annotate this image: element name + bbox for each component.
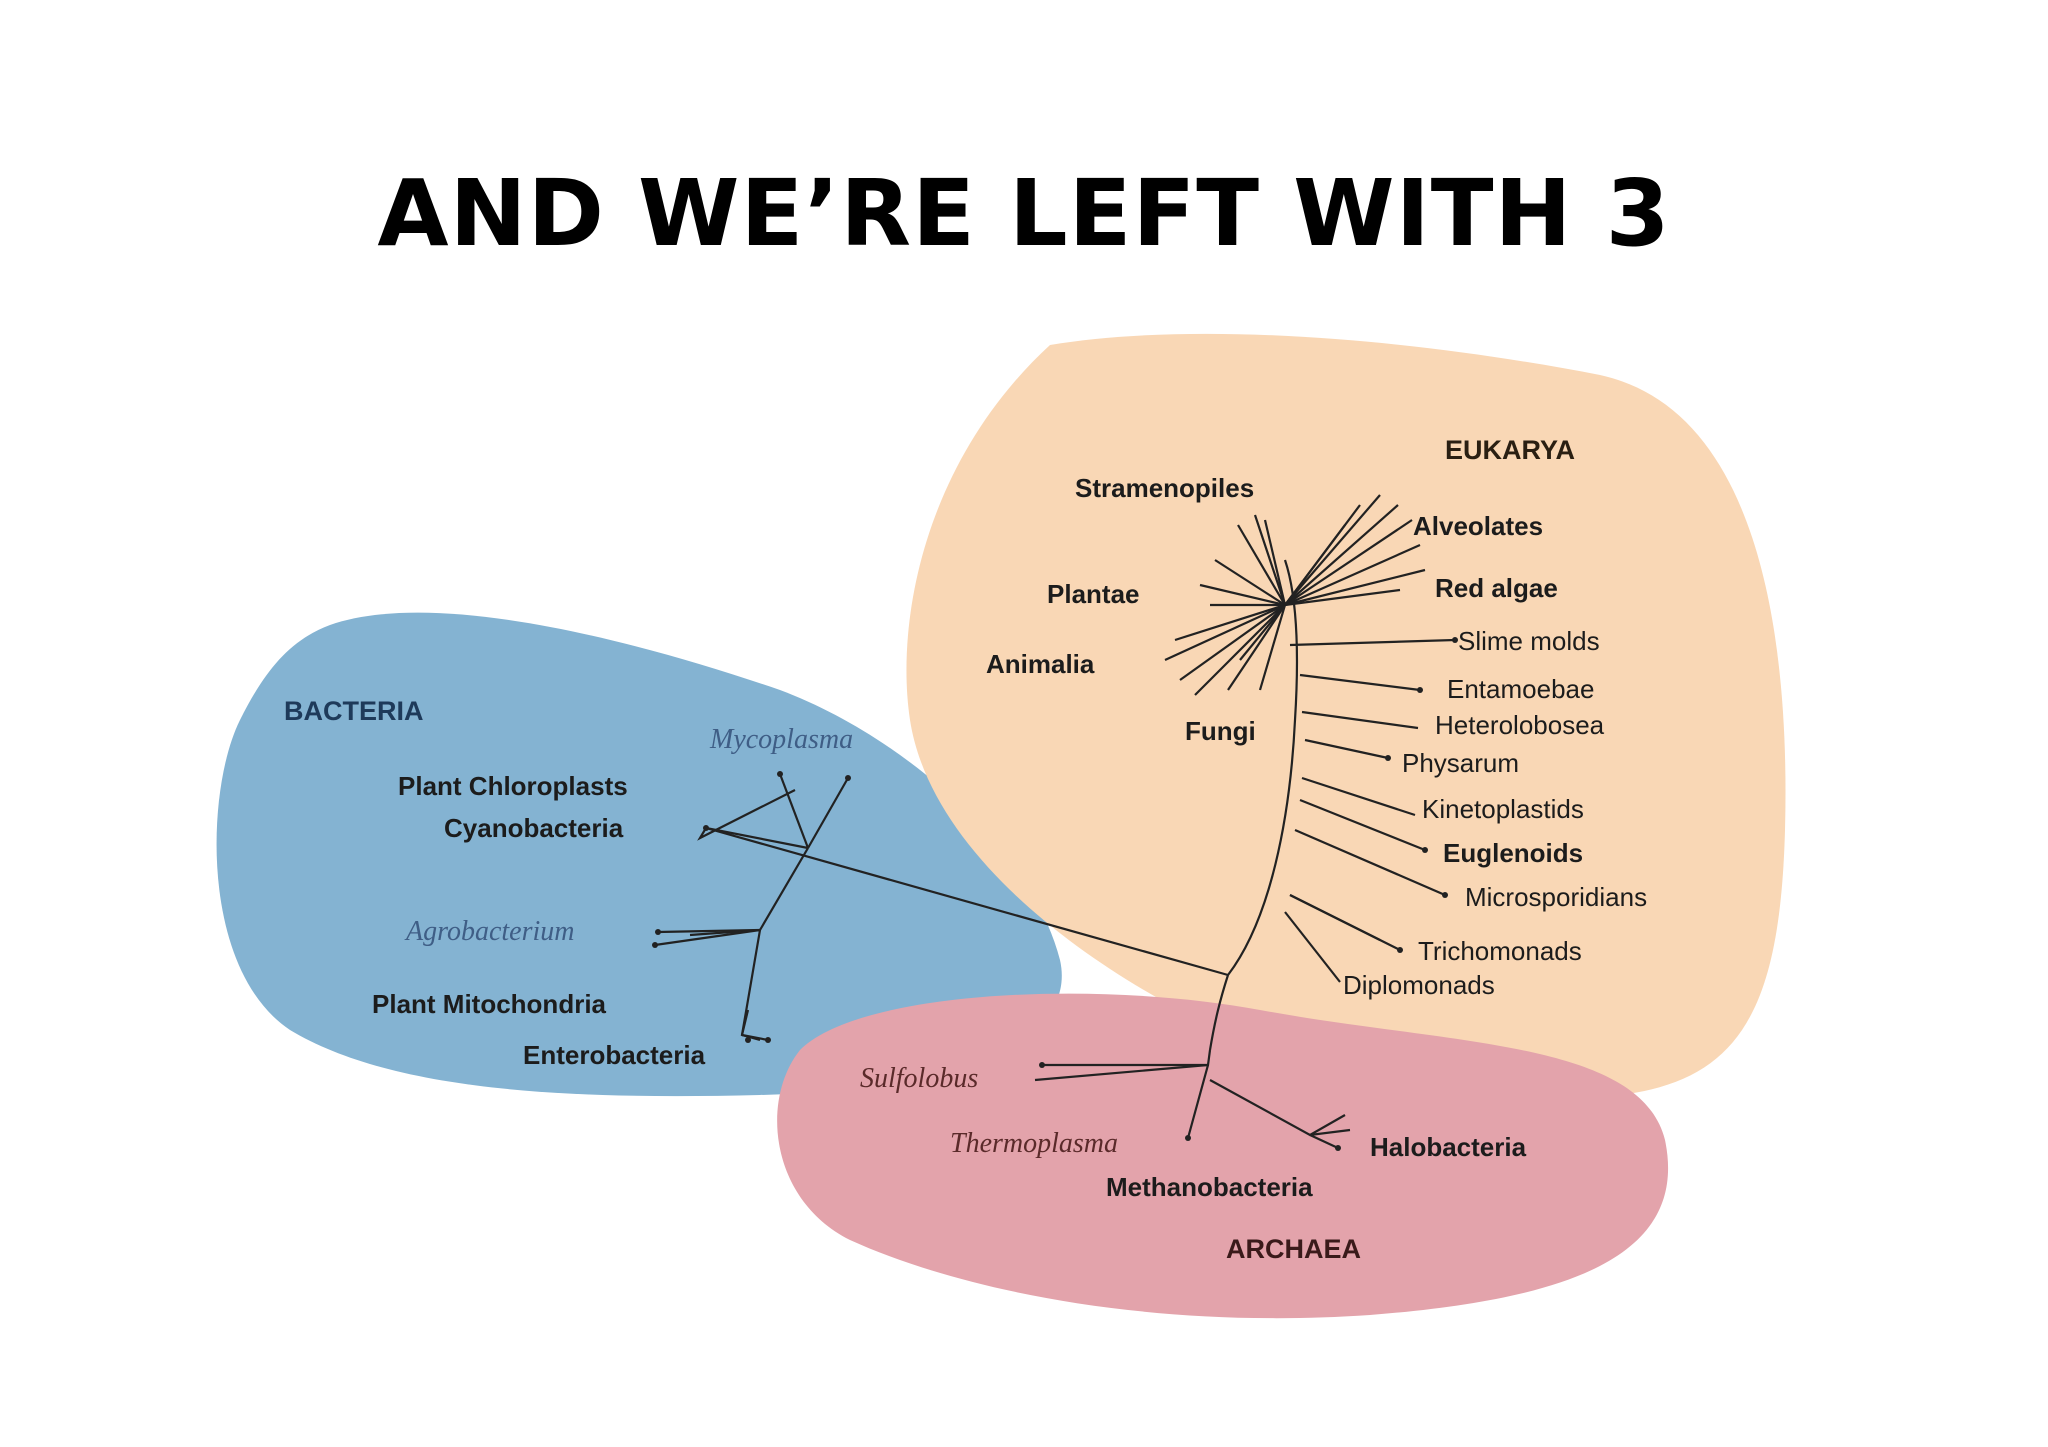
label-cyanobacteria: Cyanobacteria xyxy=(444,813,624,843)
label-fungi: Fungi xyxy=(1185,716,1256,746)
label-plantae: Plantae xyxy=(1047,579,1140,609)
eukarya-domain-label: EUKARYA xyxy=(1445,435,1575,465)
label-physarum: Physarum xyxy=(1402,748,1519,778)
label-stramenopiles: Stramenopiles xyxy=(1075,473,1254,503)
label-plant-mitochondria: Plant Mitochondria xyxy=(372,989,607,1019)
label-thermoplasma: Thermoplasma xyxy=(950,1128,1118,1159)
label-methanobacteria: Methanobacteria xyxy=(1106,1172,1313,1202)
eukarya-region xyxy=(906,333,1786,1096)
label-alveolates: Alveolates xyxy=(1413,511,1543,541)
label-sulfolobus: Sulfolobus xyxy=(860,1063,978,1094)
label-enterobacteria: Enterobacteria xyxy=(523,1040,706,1070)
label-kinetoplastids: Kinetoplastids xyxy=(1422,794,1584,824)
label-microsporidians: Microsporidians xyxy=(1465,882,1647,912)
archaea-region xyxy=(777,993,1669,1319)
label-diplomonads: Diplomonads xyxy=(1343,970,1495,1000)
tree-tips xyxy=(652,637,1458,1151)
label-slime-molds: Slime molds xyxy=(1458,626,1600,656)
label-agrobacterium: Agrobacterium xyxy=(404,916,575,947)
bacteria-region xyxy=(216,612,1062,1097)
bacteria-domain-label: BACTERIA xyxy=(284,696,424,726)
label-trichomonads: Trichomonads xyxy=(1418,936,1582,966)
label-animalia: Animalia xyxy=(986,649,1095,679)
archaea-domain-label: ARCHAEA xyxy=(1226,1234,1361,1264)
label-mycoplasma: Mycoplasma xyxy=(709,724,853,755)
label-halobacteria: Halobacteria xyxy=(1370,1132,1527,1162)
phylogenetic-tree xyxy=(654,494,1456,1149)
label-plant-chloroplasts: Plant Chloroplasts xyxy=(398,771,628,801)
label-red-algae: Red algae xyxy=(1435,573,1558,603)
label-entamoebae: Entamoebae xyxy=(1447,674,1594,704)
label-euglenoids: Euglenoids xyxy=(1443,838,1583,868)
slide-title: AND WE’RE LEFT WITH 3 xyxy=(377,160,1671,267)
label-heterolobosea: Heterolobosea xyxy=(1435,710,1605,740)
